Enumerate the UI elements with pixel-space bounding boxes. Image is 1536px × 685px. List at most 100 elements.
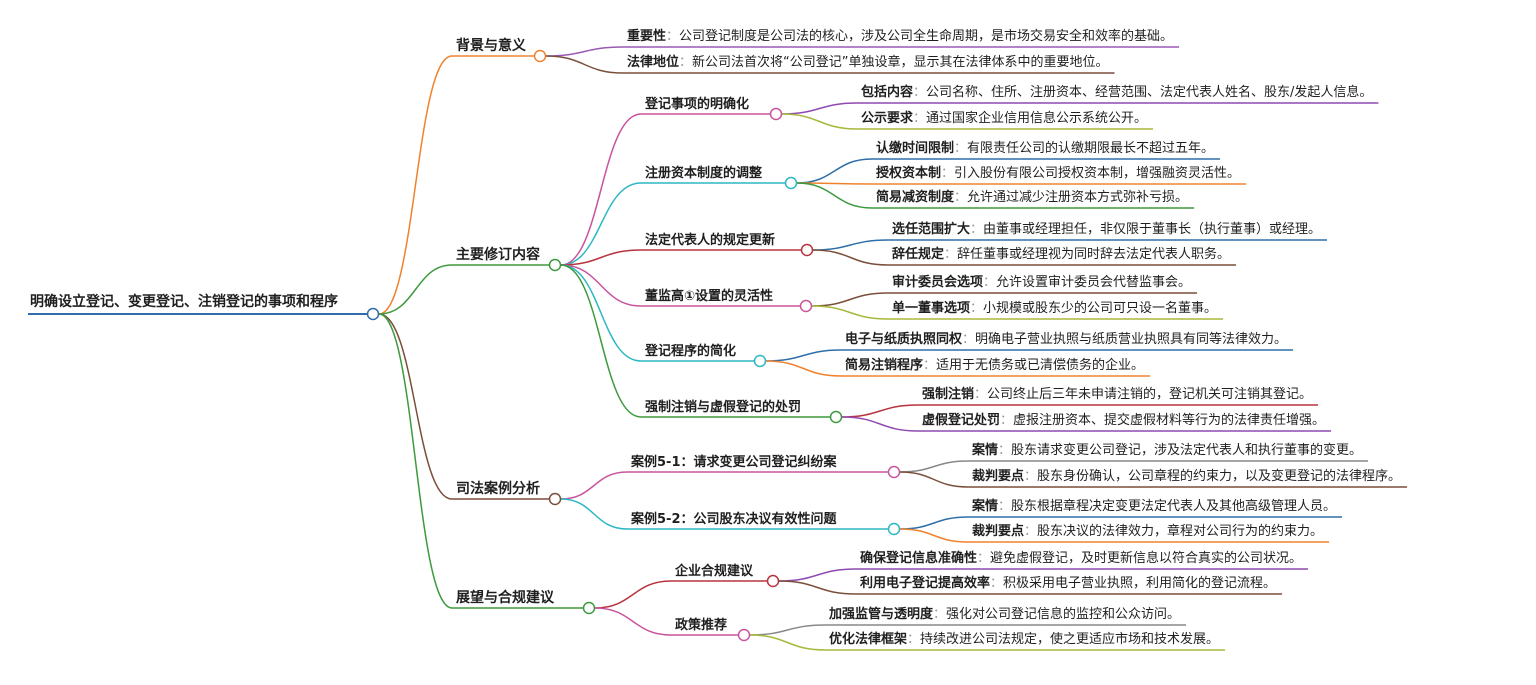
leaf-1-5-1: 虚假登记处罚：虚报注册资本、提交虚假材料等行为的法律责任增强。 [922, 412, 1325, 428]
leaf-key: 利用电子登记提高效率 [860, 575, 990, 591]
sub-node-1-2[interactable] [800, 243, 814, 257]
leaf-separator: ： [998, 443, 1011, 458]
leaf-1-1-0: 认缴时间限制：有限责任公司的认缴期限最长不超过五年。 [876, 140, 1214, 156]
leaf-text: 强化对公司登记信息的监控和公众访问。 [946, 606, 1180, 622]
sub-label-1-3: 董监高①设置的灵活性 [645, 288, 773, 304]
leaf-separator: ： [923, 358, 936, 373]
leaf-text: 持续改进公司法规定，使之更适应市场和技术发展。 [920, 631, 1219, 647]
leaf-separator: ： [913, 111, 926, 126]
link-leaf-2-0-1 [899, 471, 969, 488]
leaf-text: 明确电子营业执照与纸质营业执照具有同等法律效力。 [975, 331, 1287, 347]
sub-node-3-1[interactable] [737, 628, 751, 642]
root-node[interactable] [366, 307, 380, 321]
sub-node-1-5[interactable] [829, 410, 843, 424]
sub-node-1-1[interactable] [784, 176, 798, 190]
connector-layer [28, 46, 1408, 651]
leaf-key: 加强监管与透明度 [828, 606, 934, 622]
leaf-key: 选任范围扩大 [892, 221, 970, 237]
leaf-key: 案情 [971, 442, 998, 458]
leaf-key: 包括内容 [861, 84, 913, 100]
link-leaf-0-1 [545, 55, 624, 74]
sub-label-2-0: 案例5-1：请求变更公司登记纠纷案 [630, 454, 837, 470]
leaf-3-1-0: 加强监管与透明度：强化对公司登记信息的监控和公众访问。 [828, 606, 1180, 622]
sub-label-2-1: 案例5-2：公司股东决议有效性问题 [630, 511, 837, 527]
link-leaf-3-0-1 [778, 580, 857, 595]
root-label: 明确设立登记、变更登记、注销登记的事项和程序 [30, 293, 338, 310]
link-leaf-2-1-1 [899, 528, 969, 543]
link-leaf-1-4-1 [765, 360, 842, 377]
leaf-3-0-1: 利用电子登记提高效率：积极采用电子营业执照，利用简化的登记流程。 [860, 575, 1276, 591]
leaf-separator: ： [1024, 524, 1037, 539]
leaf-separator: ： [933, 607, 946, 622]
leaf-1-1-2: 简易减资制度：允许通过减少注册资本方式弥补亏损。 [876, 189, 1188, 205]
leaf-key: 公示要求 [861, 110, 914, 126]
sub-node-1-4[interactable] [753, 354, 767, 368]
link-leaf-3-0-0 [778, 568, 857, 582]
link-leaf-1-1-2 [796, 182, 873, 209]
sub-label-1-4: 登记程序的简化 [644, 343, 736, 359]
leaf-1-2-1: 辞任规定：辞任董事或经理视为同时辞去法定代表人职务。 [892, 246, 1230, 262]
leaf-text: 避免虚假登记，及时更新信息以符合真实的公司状况。 [990, 550, 1302, 566]
leaf-3-0-0: 确保登记信息准确性：避免虚假登记，及时更新信息以符合真实的公司状况。 [860, 550, 1302, 566]
leaf-key: 简易注销程序 [845, 357, 923, 373]
link-branch-0 [378, 55, 453, 315]
sub-node-1-0[interactable] [769, 107, 783, 121]
branch-node-0[interactable] [533, 49, 547, 63]
leaf-key: 简易减资制度 [876, 189, 955, 205]
sub-node-1-3[interactable] [799, 299, 813, 313]
branch-node-3[interactable] [582, 601, 596, 615]
leaf-text: 有限责任公司的认缴期限最长不超过五年。 [967, 140, 1214, 156]
link-branch-2 [378, 313, 453, 500]
leaf-separator: ： [983, 275, 996, 290]
leaf-separator: ： [970, 222, 983, 237]
branch-node-2[interactable] [548, 492, 562, 506]
leaf-1-4-0: 电子与纸质执照同权：明确电子营业执照与纸质营业执照具有同等法律效力。 [845, 331, 1287, 347]
leaf-1-0-1: 公示要求：通过国家企业信用信息公示系统公开。 [861, 110, 1147, 126]
leaf-2-0-0: 案情：股东请求变更公司登记，涉及法定代表人和执行董事的变更。 [971, 442, 1362, 458]
leaf-text: 公司名称、住所、注册资本、经营范围、法定代表人姓名、股东/发起人信息。 [926, 84, 1372, 100]
link-leaf-1-1-0 [796, 158, 873, 184]
leaf-separator: ： [679, 55, 692, 70]
leaf-separator: ： [1024, 469, 1037, 484]
leaf-text: 公司登记制度是公司法的核心，涉及公司全生命周期，是市场交易安全和效率的基础。 [679, 28, 1173, 44]
leaf-text: 新公司法首次将“公司登记”单独设章，显示其在法律体系中的重要地位。 [692, 54, 1108, 70]
branch-node-1[interactable] [548, 258, 562, 272]
leaf-separator: ： [977, 551, 990, 566]
link-sub-1-5 [560, 264, 642, 418]
leaf-key: 裁判要点 [972, 468, 1024, 484]
sub-node-3-0[interactable] [766, 574, 780, 588]
leaf-0-1: 法律地位：新公司法首次将“公司登记”单独设章，显示其在法律体系中的重要地位。 [627, 54, 1109, 70]
leaf-separator: ： [666, 29, 679, 44]
link-branch-3 [378, 313, 453, 609]
leaf-text: 允许设置审计委员会代替监事会。 [996, 274, 1191, 290]
link-leaf-2-1-0 [899, 516, 969, 530]
sub-label-1-1: 注册资本制度的调整 [645, 165, 763, 181]
link-sub-2-1 [560, 498, 628, 530]
leaf-text: 虚报注册资本、提交虚假材料等行为的法律责任增强。 [1013, 412, 1325, 428]
sub-label-3-0: 企业合规建议 [674, 563, 754, 579]
leaf-key: 虚假登记处罚 [922, 412, 1000, 428]
leaf-text: 适用于无债务或已清偿债务的企业。 [936, 357, 1144, 373]
branch-label-3: 展望与合规建议 [456, 589, 555, 606]
leaf-separator: ： [974, 387, 987, 402]
leaf-separator: ： [1000, 413, 1013, 428]
sub-node-2-1[interactable] [887, 522, 901, 536]
leaf-text: 允许通过减少注册资本方式弥补亏损。 [967, 189, 1188, 205]
branch-label-0: 背景与意义 [456, 37, 526, 54]
link-sub-3-1 [594, 607, 672, 636]
link-leaf-3-1-1 [749, 634, 826, 651]
link-branch-1 [378, 264, 453, 315]
leaf-key: 辞任规定 [892, 246, 944, 262]
leaf-separator: ： [970, 301, 983, 316]
leaf-separator: ： [907, 632, 920, 647]
leaf-key: 强制注销 [922, 386, 974, 402]
sub-node-2-0[interactable] [887, 465, 901, 479]
sub-label-1-0: 登记事项的明确化 [644, 96, 749, 112]
leaf-2-1-1: 裁判要点：股东决议的法律效力，章程对公司行为的约束力。 [972, 523, 1323, 539]
sub-label-3-1: 政策推荐 [675, 617, 727, 633]
node-layer: 明确设立登记、变更登记、注销登记的事项和程序背景与意义重要性：公司登记制度是公司… [30, 28, 1401, 647]
leaf-key: 案情 [971, 498, 998, 514]
sub-label-1-2: 法定代表人的规定更新 [645, 232, 775, 248]
link-sub-2-0 [560, 471, 628, 500]
